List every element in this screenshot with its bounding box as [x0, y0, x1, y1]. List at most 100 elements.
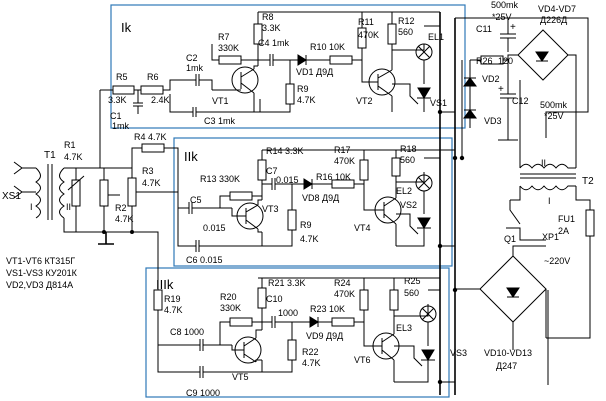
r19-resistor [153, 289, 163, 311]
r1-resistor [71, 179, 81, 207]
r9-2-value: 4.7K [300, 234, 319, 244]
vt1-label: VT1 [212, 96, 229, 106]
c3-label: C3 1mk [204, 116, 236, 126]
r20-value: 330K [220, 303, 241, 313]
r12-resistor [387, 23, 397, 45]
vt5-label: VT5 [232, 372, 249, 382]
vd2-label: VD2 [482, 74, 500, 84]
r17-value: 470K [334, 156, 355, 166]
r1-value: 4.7K [64, 152, 83, 162]
r24-resistor [359, 289, 369, 311]
r16-label: R16 10K [316, 172, 351, 182]
r25-resistor [389, 289, 399, 311]
q1-label: Q1 [504, 234, 516, 244]
r10-resistor [329, 55, 353, 65]
r2-label: R2 [115, 203, 127, 213]
r12-value: 560 [398, 27, 413, 37]
r14-label: R14 3.3K [266, 146, 304, 156]
r6-value: 2.4K [151, 95, 170, 105]
r25-value: 560 [404, 288, 419, 298]
c11-value: 500mk [491, 0, 519, 10]
r17-label: R17 [334, 145, 351, 155]
r13-resistor [229, 191, 253, 201]
bridge-bottom-type: Д247 [496, 361, 517, 371]
power-supply: 500mk *25V C11 + VD4-VD7 Д226Д R26 120 V… [455, 0, 595, 385]
vs3-label: VS3 [450, 348, 467, 358]
c9-label: C9 1000 [186, 388, 220, 398]
t2-primary-label: I [548, 196, 551, 206]
vt3-label: VT3 [262, 204, 279, 214]
r13-label: R13 330K [200, 174, 240, 184]
el2-label: EL2 [396, 186, 412, 196]
fu1-fuse [585, 209, 595, 237]
t2-secondary [519, 163, 576, 169]
c11-volt: *25V [492, 12, 512, 22]
r5-label: R5 [116, 72, 128, 82]
r2-resistor [99, 179, 109, 207]
r3-value: 4.7K [142, 178, 161, 188]
r21-resistor [257, 287, 267, 309]
r9-1-label: R9 [297, 84, 309, 94]
c2-value: 1mk [186, 63, 204, 73]
r4-resistor [141, 143, 165, 153]
r24-label: R24 [334, 278, 351, 288]
r20-resistor [229, 317, 253, 327]
r24-value: 470K [334, 289, 355, 299]
c2-label: C2 [186, 53, 198, 63]
stage-2: C5 0.015 C6 0.015 R13 330K R14 3.3K VT3 … [177, 144, 455, 265]
r1-label: R1 [64, 140, 76, 150]
c1-label: C1 [110, 111, 122, 121]
r3-label: R3 [142, 166, 154, 176]
el1-label: EL1 [428, 32, 444, 42]
t2-secondary-label: II [541, 158, 546, 168]
c12-value: 500mk [540, 100, 568, 110]
r26-label: R26 [476, 56, 493, 66]
c7-label: C7 [266, 166, 278, 176]
stage-3: R19 4.7K C8 1000 C9 1000 R20 330K R21 3.… [153, 268, 467, 398]
stage-1-label: Ik [121, 20, 132, 35]
t1-primary [35, 167, 41, 219]
vs1-label: VS1 [430, 98, 447, 108]
r9-1-resistor [285, 83, 295, 105]
r2-value: 4.7K [115, 214, 134, 224]
c5-label: C5 [190, 195, 202, 205]
vt4-label: VT4 [354, 223, 371, 233]
r5-value: 3.3K [108, 95, 127, 105]
xs1-label: XS1 [2, 191, 21, 202]
fu1-value: 2A [558, 226, 569, 236]
svg-text:+: + [498, 84, 504, 95]
el3-label: EL3 [396, 323, 412, 333]
vt6-label: VT6 [354, 355, 371, 365]
r8-value: 3.3K [262, 23, 281, 33]
r17-resistor [359, 159, 369, 181]
legend-line-1: VT1-VT6 КТ315Г [6, 256, 75, 266]
r11-label: R11 [358, 17, 374, 27]
r18-label: R18 [400, 144, 417, 154]
t2-primary [519, 185, 576, 191]
r9-2-label: R9 [300, 220, 312, 230]
r26-value: 120 [498, 56, 513, 66]
vd1-label: VD1 Д9Д [296, 67, 333, 77]
c6-label: C6 0.015 [186, 255, 223, 265]
vd9-label: VD9 Д9Д [306, 331, 343, 341]
c10-value: 1000 [278, 308, 298, 318]
r19-label: R19 [164, 294, 181, 304]
r25-label: R25 [404, 276, 421, 286]
c1-value: 1mk [112, 121, 130, 131]
bridge-top-type: Д226Д [540, 15, 567, 25]
r18-value: 560 [400, 155, 415, 165]
r22-resistor [287, 339, 297, 361]
fu1-label: FU1 [558, 214, 575, 224]
xp1-label: XP1 [542, 232, 559, 242]
r6-label: R6 [147, 72, 159, 82]
c11-label: C11 [476, 24, 492, 34]
legend-line-2: VS1-VS3 КУ201К [6, 268, 78, 278]
r19-value: 4.7K [164, 305, 183, 315]
r23-resistor [331, 317, 355, 327]
r9-1-value: 4.7K [297, 95, 316, 105]
bridge-bottom-name: VD10-VD13 [484, 348, 532, 358]
t1-primary-label: I [30, 202, 33, 212]
svg-text:+: + [510, 22, 516, 33]
r10-label: R10 10K [310, 42, 345, 52]
c5-value: 0.015 [203, 223, 226, 233]
